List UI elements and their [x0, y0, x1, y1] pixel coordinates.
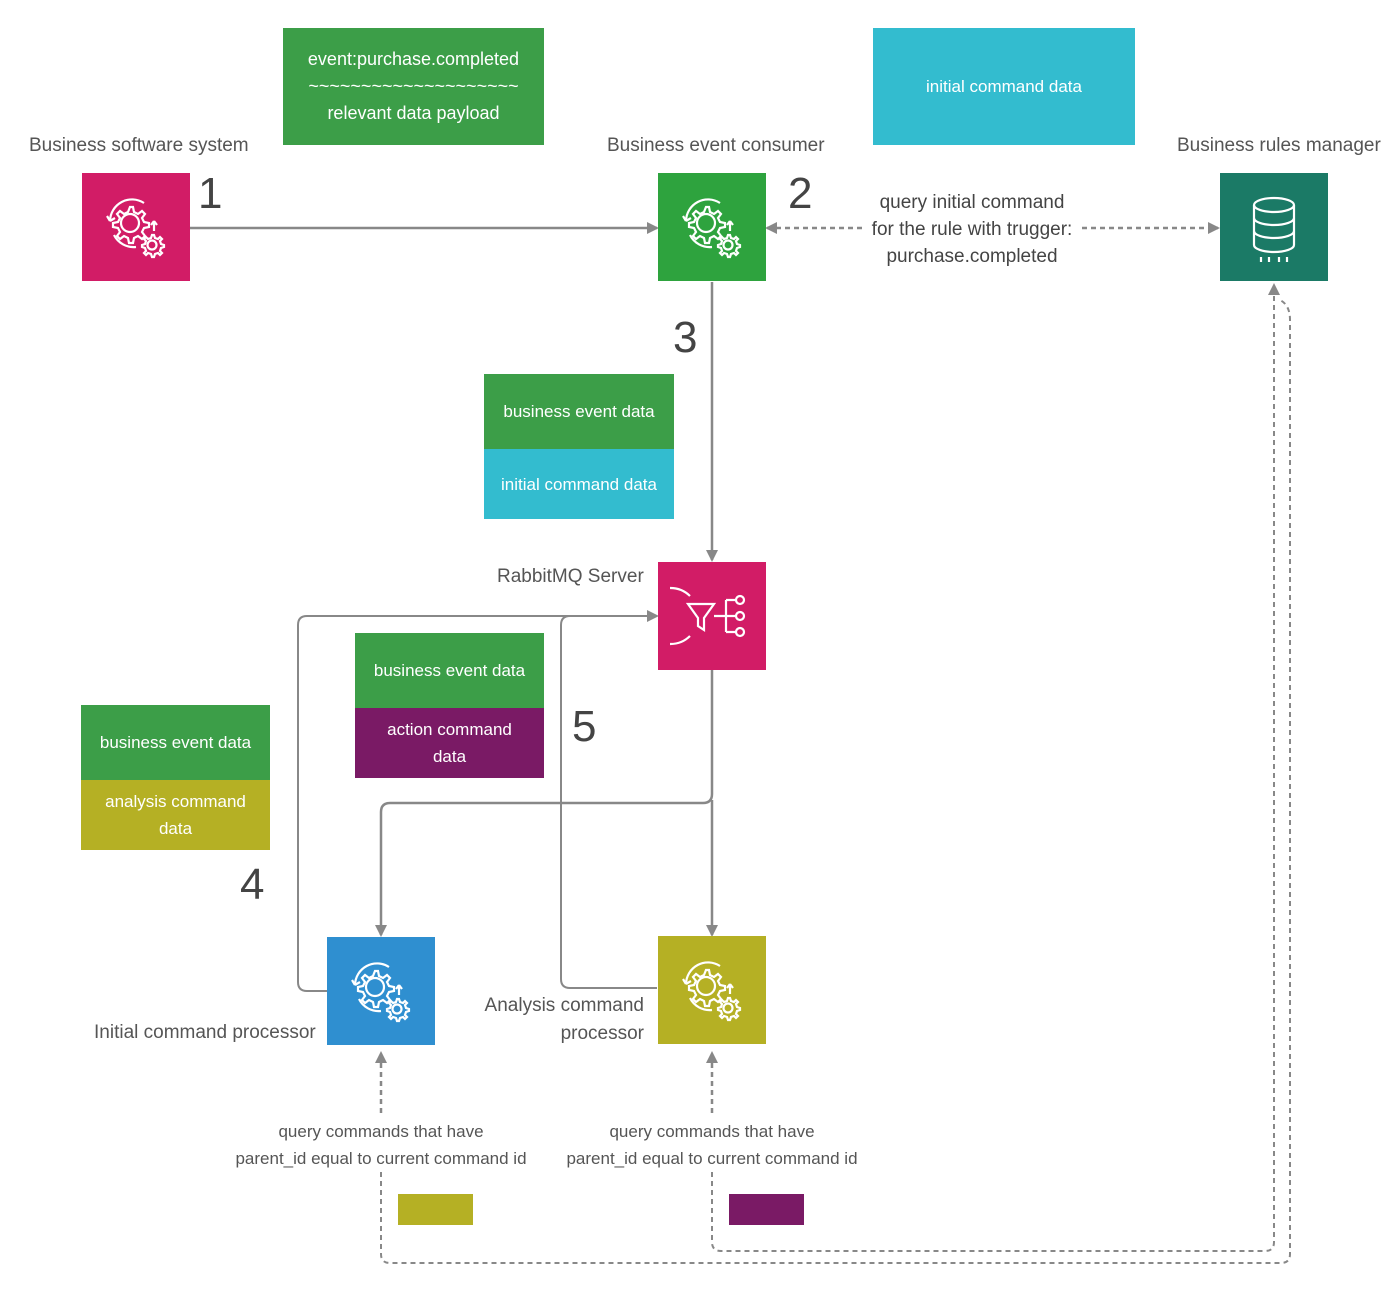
- business-rules-manager-node[interactable]: [1220, 173, 1328, 281]
- edge-analysis-loop-bottom: [711, 283, 1280, 1252]
- gears-cycle-icon: [96, 187, 176, 267]
- step4-analysis-command-line1: analysis command: [105, 792, 246, 811]
- analysis-command-processor-label: Analysis command processor: [470, 992, 644, 1048]
- step-number-1: 1: [198, 169, 223, 218]
- business-software-system-node[interactable]: [82, 173, 190, 281]
- event-payload-line3: relevant data payload: [327, 103, 500, 123]
- gears-cycle-icon: [341, 951, 421, 1031]
- step4-analysis-command-line2: data: [158, 819, 193, 838]
- rabbitmq-server-node[interactable]: [658, 562, 766, 670]
- step-number-2: 2: [788, 169, 813, 218]
- business-rules-manager-label: Business rules manager: [1177, 135, 1381, 156]
- step5-business-event-text: business event data: [373, 661, 526, 680]
- gears-cycle-icon: [672, 187, 752, 267]
- step3-business-event-text: business event data: [503, 402, 655, 421]
- query-children-right-line1: query commands that have: [609, 1122, 815, 1141]
- initial-command-card-top: initial command data: [873, 28, 1135, 145]
- step4-analysis-command-card: analysis command data: [81, 780, 270, 850]
- event-payload-line2: ~~~~~~~~~~~~~~~~~~~~: [308, 76, 519, 96]
- analysis-command-swatch: [398, 1194, 473, 1225]
- step5-action-command-line2: data: [432, 747, 467, 766]
- rabbitmq-server-label: RabbitMQ Server: [497, 566, 644, 587]
- funnel-router-icon: [670, 576, 754, 656]
- edge-analysis-processor-to-rabbitmq: [560, 615, 657, 989]
- gears-cycle-icon: [672, 950, 752, 1030]
- edge-initial-loop-bottom: [380, 299, 1291, 1264]
- query-children-left-label: query commands that have parent_id equal…: [231, 1118, 531, 1172]
- step-number-4: 4: [240, 860, 265, 909]
- step3-initial-command-card: initial command data: [484, 449, 674, 519]
- rules-query-line3: purchase.completed: [886, 246, 1058, 267]
- analysis-command-processor-label-line1: Analysis command: [484, 995, 644, 1016]
- initial-command-card-top-text: initial command data: [926, 77, 1082, 96]
- query-children-left-line2: parent_id equal to current command id: [235, 1149, 527, 1168]
- business-event-consumer-label: Business event consumer: [607, 135, 825, 156]
- step5-action-command-line1: action command: [387, 720, 512, 739]
- analysis-command-processor-node[interactable]: [658, 936, 766, 1044]
- edge-initial-processor-to-rabbitmq: [297, 610, 659, 992]
- step4-business-event-card: business event data: [81, 705, 270, 780]
- business-event-consumer-node[interactable]: [658, 173, 766, 281]
- query-children-right-line2: parent_id equal to current command id: [566, 1149, 858, 1168]
- query-children-right-label: query commands that have parent_id equal…: [562, 1118, 862, 1172]
- step-number-5: 5: [572, 702, 597, 751]
- action-command-swatch: [729, 1194, 804, 1225]
- analysis-command-processor-label-line2: processor: [560, 1023, 644, 1044]
- rules-query-line2: for the rule with trugger:: [871, 219, 1073, 240]
- business-software-system-label: Business software system: [29, 135, 249, 156]
- step4-business-event-text: business event data: [99, 733, 252, 752]
- step5-action-command-card: action command data: [355, 708, 544, 778]
- rules-query-label: query initial command for the rule with …: [866, 189, 1078, 270]
- step-number-3: 3: [673, 313, 698, 362]
- event-payload-card: event:purchase.completed ~~~~~~~~~~~~~~~…: [283, 28, 544, 145]
- initial-command-processor-node[interactable]: [327, 937, 435, 1045]
- step5-business-event-card: business event data: [355, 633, 544, 708]
- step3-business-event-card: business event data: [484, 374, 674, 449]
- database-icon: [1239, 187, 1309, 267]
- event-payload-line1: event:purchase.completed: [307, 49, 520, 69]
- edge-rabbitmq-to-initial-processor: [375, 670, 714, 937]
- query-children-left-line1: query commands that have: [278, 1122, 484, 1141]
- initial-command-processor-label: Initial command processor: [94, 1022, 316, 1043]
- step3-initial-command-text: initial command data: [501, 474, 657, 494]
- rules-query-line1: query initial command: [879, 192, 1065, 213]
